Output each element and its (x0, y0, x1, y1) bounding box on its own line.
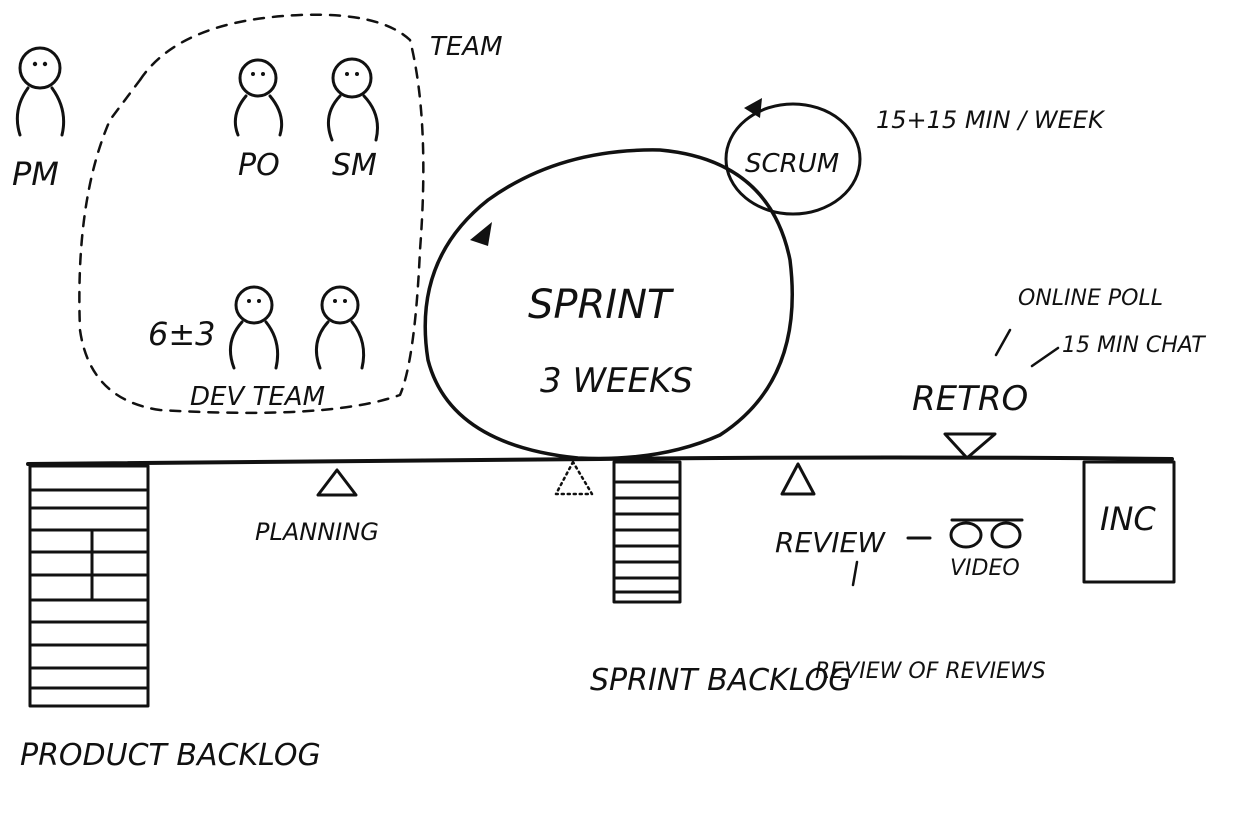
retro-label: RETRO (912, 379, 1028, 419)
retro-note-chat: 15 MIN CHAT (1062, 333, 1206, 358)
dev-team-size: 6±3 (148, 315, 216, 353)
dev-figure-1 (228, 285, 280, 370)
planning-fulcrum-icon (316, 468, 358, 497)
retro-note-poll: ONLINE POLL (1018, 286, 1163, 311)
sm-figure (326, 57, 379, 142)
dev-team-label: DEV TEAM (190, 382, 325, 412)
product-backlog-label: PRODUCT BACKLOG (20, 738, 321, 773)
review-fulcrum-icon (780, 462, 816, 496)
team-label: TEAM (430, 32, 503, 62)
review-note: REVIEW OF REVIEWS (815, 659, 1046, 684)
timeline-baseline (26, 455, 1174, 466)
sprint-backlog-label: SPRINT BACKLOG (590, 663, 852, 698)
increment-box (1082, 460, 1176, 584)
sm-label: SM (332, 148, 377, 183)
po-label: PO (238, 148, 280, 183)
sprint-title: SPRINT (528, 282, 675, 328)
scrum-frequency: 15+15 MIN / WEEK (876, 106, 1106, 134)
pm-figure (15, 46, 66, 137)
video-icon (949, 518, 1024, 549)
dev-figure-2 (314, 285, 366, 370)
sprint-circle (423, 148, 794, 461)
team-boundary (78, 13, 425, 415)
retro-fulcrum-icon (943, 432, 997, 460)
sprint-backlog-stack (612, 460, 682, 604)
retro-note-connector-1 (994, 328, 1012, 357)
scrum-label: SCRUM (745, 149, 839, 179)
sprint-duration: 3 WEEKS (540, 361, 693, 401)
po-figure (233, 58, 284, 137)
sprint-cycle-arrow-icon (470, 222, 492, 246)
retro-note-connector-2 (1030, 346, 1060, 368)
increment-label: INC (1100, 500, 1156, 538)
scrum-circle (724, 102, 862, 216)
product-backlog-stack (28, 464, 150, 708)
sprint-fulcrum-icon (554, 460, 594, 496)
scrum-cycle-arrow-icon (744, 98, 762, 118)
pm-label: PM (12, 155, 59, 193)
review-label: REVIEW (775, 526, 886, 559)
review-note-connector (851, 560, 859, 587)
planning-label: PLANNING (255, 518, 379, 546)
video-label: VIDEO (950, 556, 1020, 581)
